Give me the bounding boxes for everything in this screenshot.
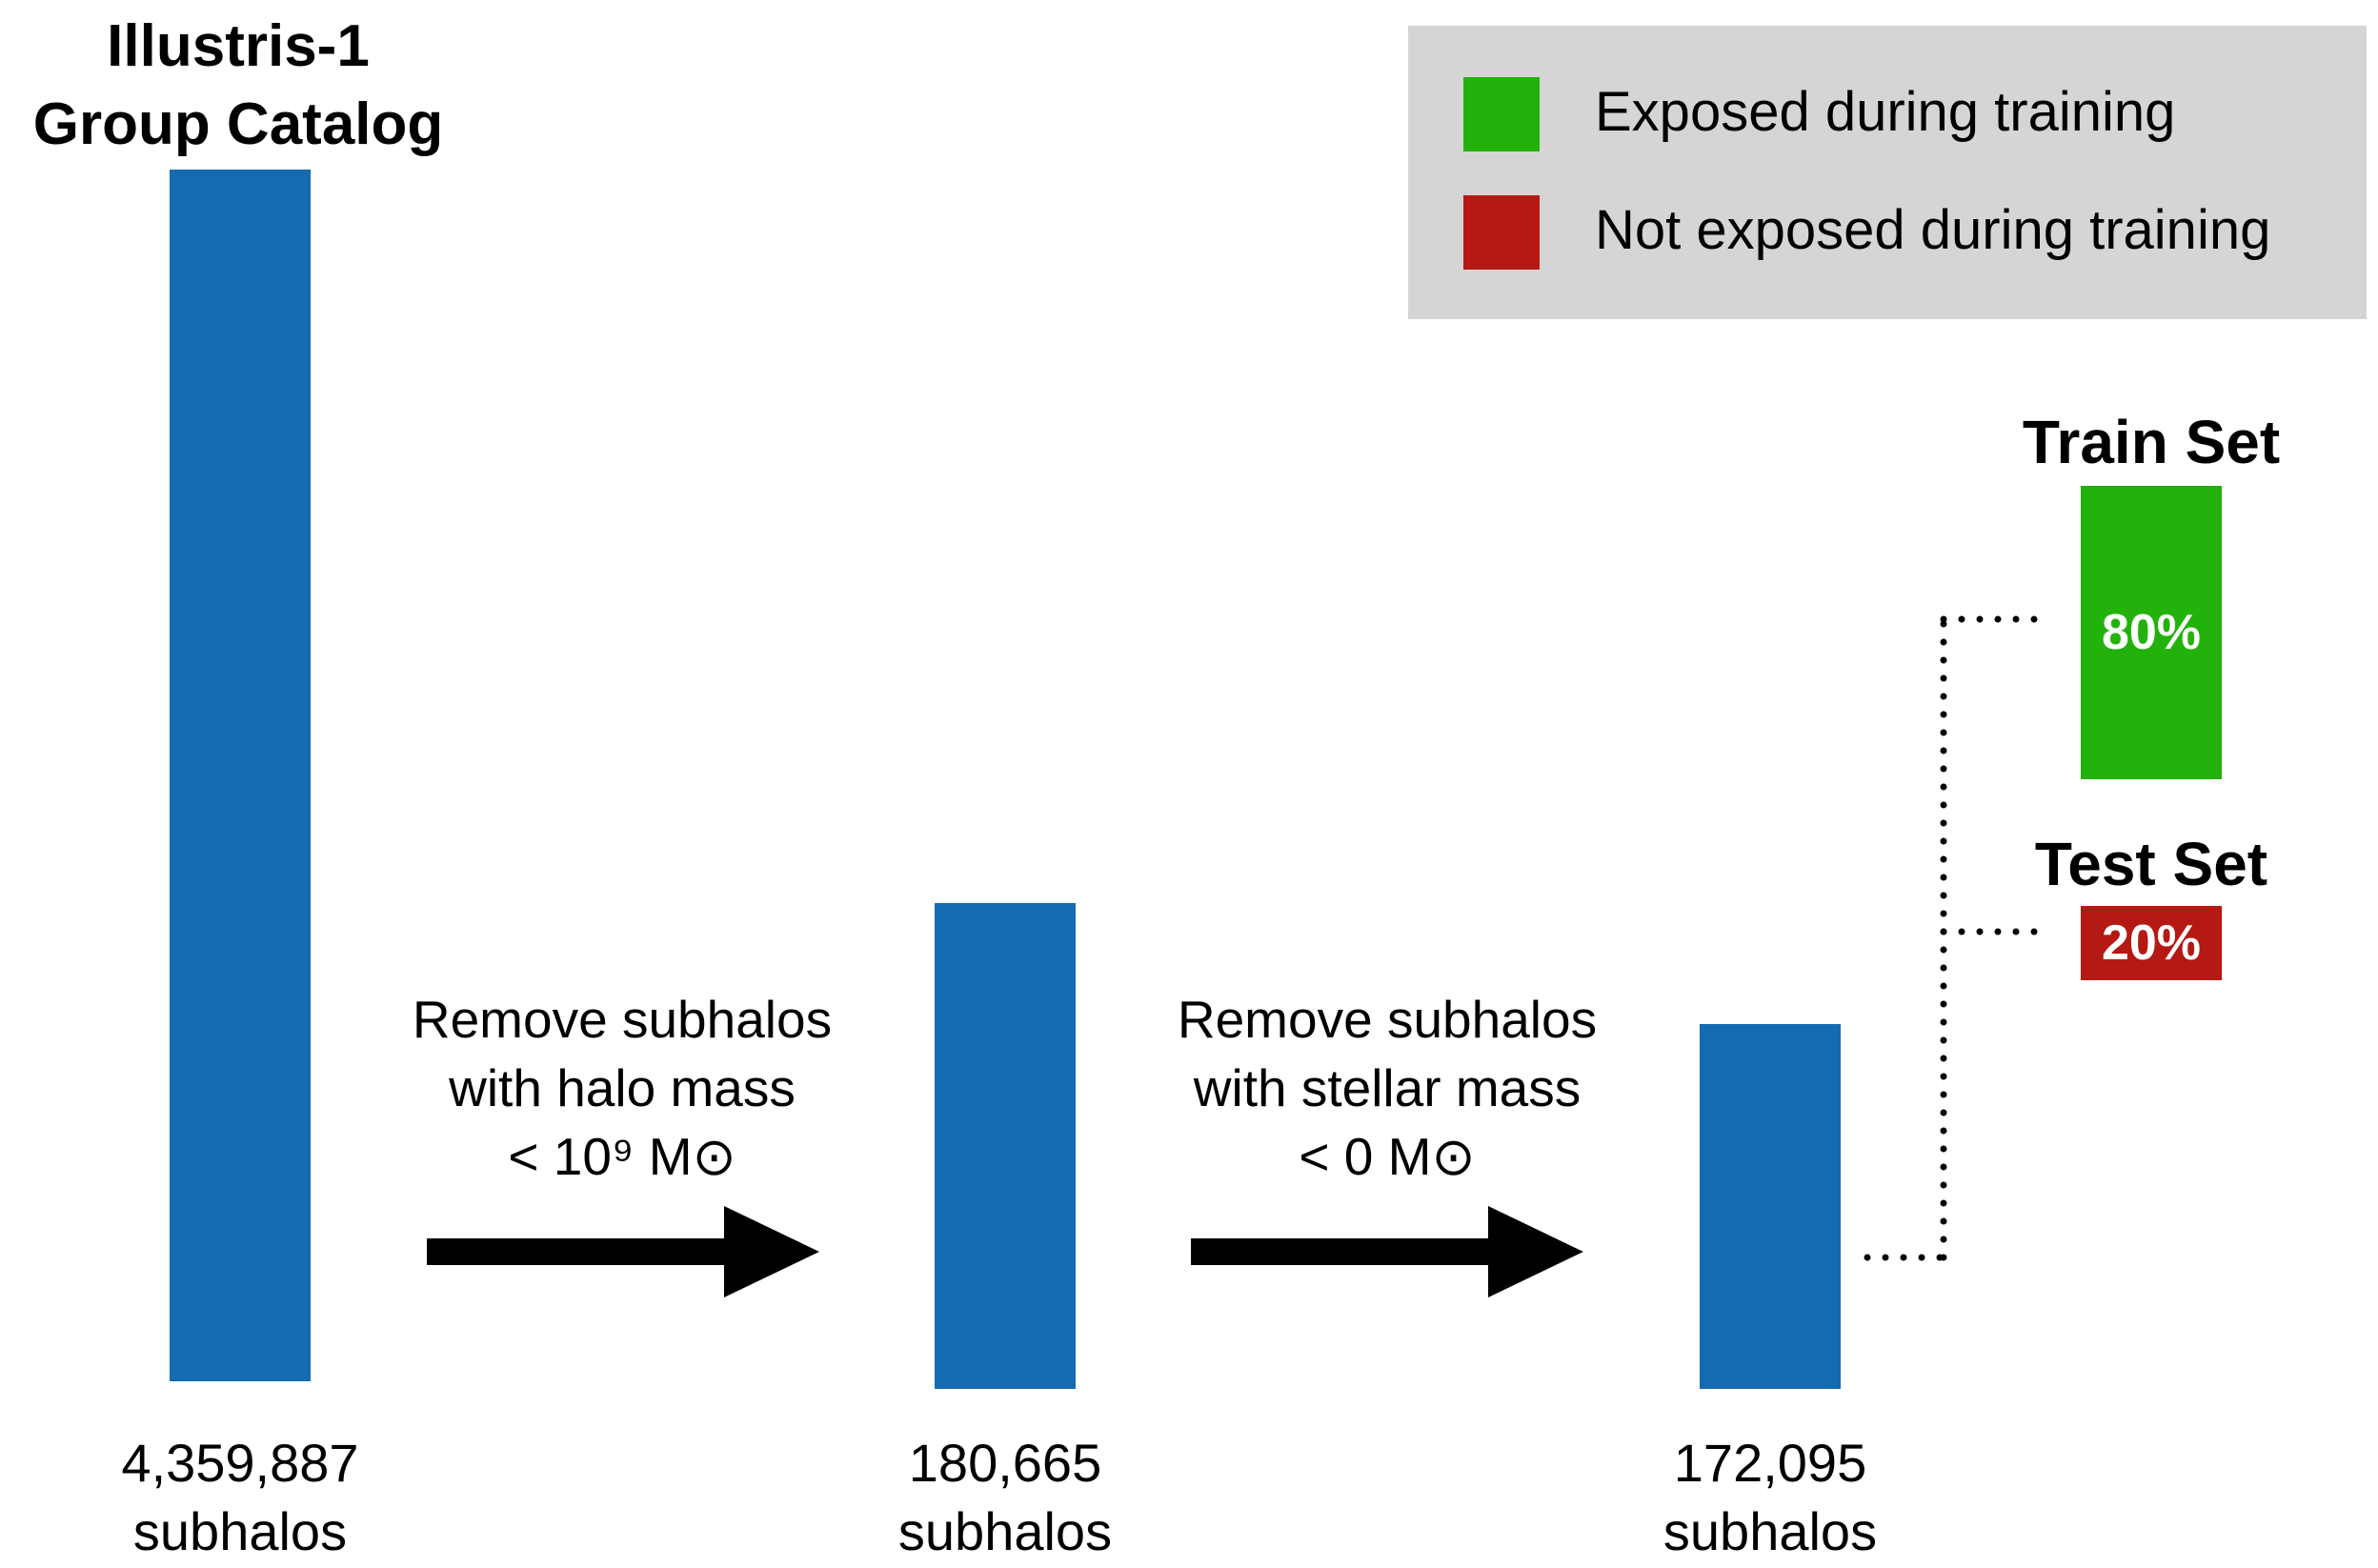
arrow-step-1 — [427, 1206, 819, 1297]
legend-swatch-not-exposed — [1463, 195, 1540, 270]
stage-count-unit: subhalos — [897, 1501, 1113, 1561]
filter-step-line: with stellar mass — [1193, 1058, 1582, 1117]
filter-step-stellar-mass: Remove subhalos with stellar mass < 0 M⊙ — [1101, 985, 1673, 1191]
train-set-percent: 80% — [2101, 605, 2202, 660]
stage-count-value: 172,095 — [1673, 1433, 1867, 1493]
legend-swatch-exposed — [1463, 77, 1540, 151]
legend-label-exposed: Exposed during training — [1595, 81, 2176, 143]
stage-count-unit: subhalos — [1663, 1501, 1878, 1561]
legend-label-not-exposed: Not exposed during training — [1595, 199, 2271, 261]
stage-count-value: 180,665 — [908, 1433, 1102, 1493]
filter-step-line: Remove subhalos — [1177, 990, 1598, 1049]
stage-count-halo-cut: 180,665 subhalos — [815, 1429, 1196, 1566]
legend: Exposed during training Not exposed duri… — [1408, 26, 2367, 319]
filter-step-line: < 10⁹ M⊙ — [508, 1127, 736, 1186]
stage-bar-halo-cut — [935, 903, 1076, 1389]
filter-step-line: < 0 M⊙ — [1299, 1127, 1476, 1186]
test-set-title: Test Set — [2034, 830, 2268, 898]
stage-bar-stellar-cut — [1700, 1024, 1841, 1389]
diagram-title: Illustris-1 Group Catalog — [0, 8, 476, 164]
train-set-box: 80% — [2081, 486, 2222, 779]
test-set-box: 20% — [2081, 906, 2222, 980]
arrow-step-2 — [1191, 1206, 1583, 1297]
train-set-title: Train Set — [2022, 408, 2281, 476]
title-line-2: Group Catalog — [32, 91, 444, 157]
stage-bar-catalog — [170, 170, 311, 1381]
stage-count-unit: subhalos — [132, 1501, 348, 1561]
filter-step-line: Remove subhalos — [412, 990, 833, 1049]
filter-step-halo-mass: Remove subhalos with halo mass < 10⁹ M⊙ — [336, 985, 908, 1191]
stage-count-stellar-cut: 172,095 subhalos — [1580, 1429, 1961, 1566]
dotted-split-connector — [1864, 615, 2050, 1261]
title-line-1: Illustris-1 — [107, 13, 370, 79]
test-set-percent: 20% — [2101, 915, 2202, 971]
stage-count-value: 4,359,887 — [121, 1433, 359, 1493]
stage-count-catalog: 4,359,887 subhalos — [50, 1429, 431, 1566]
filter-step-line: with halo mass — [449, 1058, 796, 1117]
